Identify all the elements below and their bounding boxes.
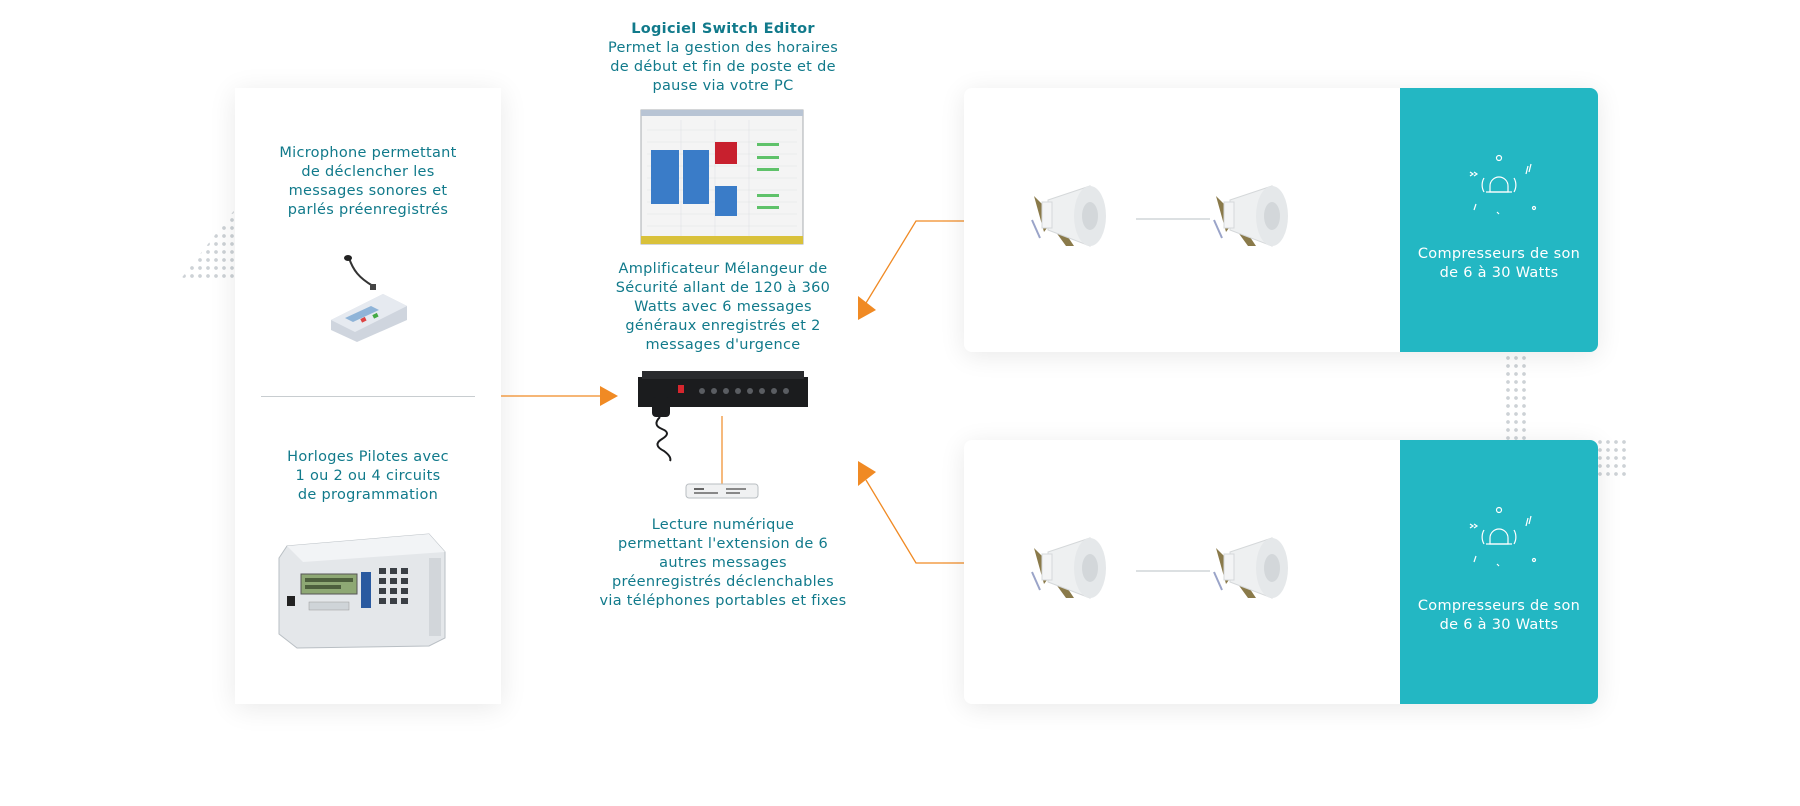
- microphone-console-image: [331, 255, 407, 342]
- dot-pattern-right: [1596, 438, 1626, 480]
- compressor-label-top: Compresseurs de son de 6 à 30 Watts: [1417, 246, 1581, 281]
- dot-pattern-middle: [1504, 354, 1528, 442]
- alarm-bell-icon: [1469, 154, 1537, 215]
- software-description: Permet la gestion des horaires de début …: [607, 40, 839, 94]
- amplifier-image: [638, 371, 808, 462]
- speaker-card-bottom: Compresseurs de son de 6 à 30 Watts: [964, 440, 1598, 704]
- master-clock-description: Horloges Pilotes avec 1 ou 2 ou 4 circui…: [287, 449, 449, 503]
- amplifier-description: Amplificateur Mélangeur de Sécurité alla…: [615, 261, 831, 353]
- digital-reader-image: [685, 483, 759, 499]
- connector-bottom-card: [858, 461, 964, 564]
- compressor-panel-top: Compresseurs de son de 6 à 30 Watts: [1400, 88, 1598, 352]
- compressor-panel-bottom: Compresseurs de son de 6 à 30 Watts: [1400, 440, 1598, 704]
- speakers-bottom-image: [1031, 537, 1288, 599]
- software-screenshot-image: [640, 109, 804, 245]
- speaker-card-top: Compresseurs de son de 6 à 30 Watts: [964, 88, 1598, 352]
- left-card: Microphone permettant de déclencher les …: [235, 88, 501, 704]
- compressor-label-bottom: Compresseurs de son de 6 à 30 Watts: [1417, 598, 1581, 633]
- speakers-top-image: [1031, 185, 1288, 247]
- alarm-bell-icon: [1469, 506, 1537, 567]
- master-clock-image: [278, 533, 446, 649]
- microphone-description: Microphone permettant de déclencher les …: [279, 145, 457, 218]
- connector-top-card: [858, 220, 964, 320]
- digital-reader-description: Lecture numérique permettant l'extension…: [599, 517, 847, 609]
- left-card-divider: [261, 396, 475, 397]
- software-title: Logiciel Switch Editor: [631, 21, 815, 37]
- connector-left-to-amplifier: [501, 386, 618, 406]
